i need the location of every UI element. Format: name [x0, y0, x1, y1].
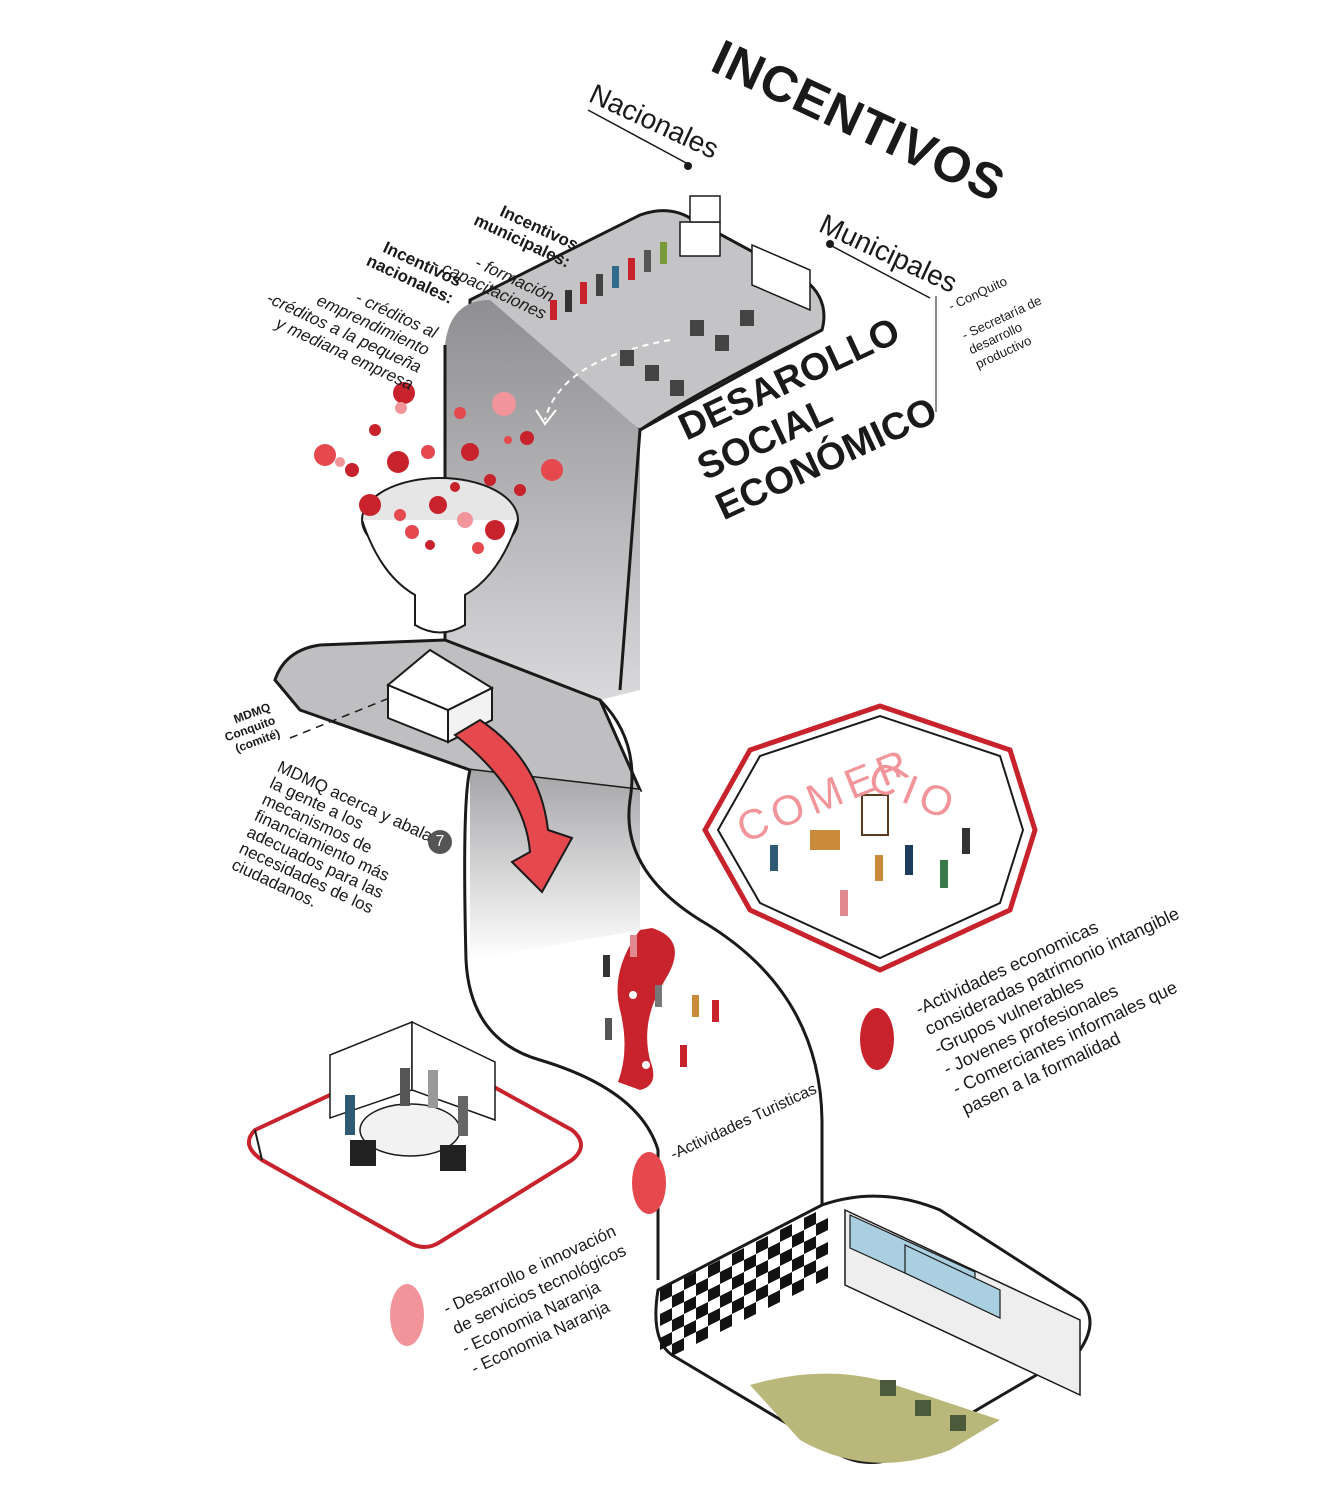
- checker-pattern: [660, 1212, 828, 1356]
- tourist-route: [617, 928, 675, 1090]
- crowd-queue: [550, 242, 667, 320]
- mdmq-badge-number: 7: [435, 833, 445, 850]
- whiteboard-icon: [751, 243, 811, 312]
- seated-audience: [620, 310, 754, 396]
- house-icon: [386, 648, 495, 744]
- comercio-marker: [860, 1008, 894, 1070]
- red-arrow-icon: [453, 718, 574, 894]
- tourist-crowd: [603, 935, 719, 1067]
- innovation-platform: [246, 1020, 583, 1249]
- comercio-hexagon: [702, 703, 1038, 973]
- innovacion-marker: [390, 1284, 424, 1346]
- kiosk-icon: [679, 195, 721, 257]
- idea-bubbles: [314, 382, 563, 554]
- turisticas-marker: [632, 1152, 666, 1214]
- mdmq-badge: 7: [428, 830, 452, 854]
